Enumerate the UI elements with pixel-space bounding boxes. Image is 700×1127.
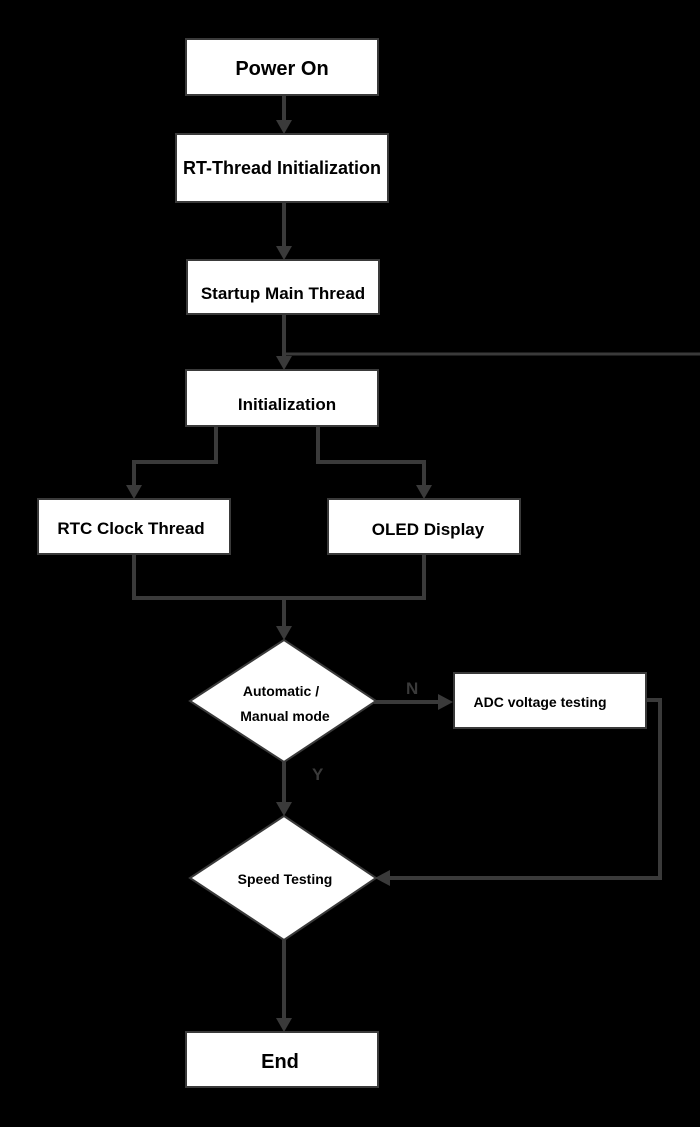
node-oled-display: OLED Display	[327, 498, 521, 555]
edge-rtc-oled-merge	[132, 554, 426, 628]
node-rtc-clock-thread-label: RTC Clock Thread	[57, 519, 204, 538]
arrow-head	[276, 802, 292, 816]
decision-speed-testing-label: Speed Testing	[238, 871, 333, 887]
node-end: End	[185, 1031, 379, 1088]
arrow-head	[276, 626, 292, 640]
edge-init-to-oled	[316, 426, 426, 487]
edge-label-no: N	[406, 679, 418, 698]
edge-adc-to-speed	[388, 698, 662, 880]
node-startup-main-thread: Startup Main Thread	[186, 259, 380, 315]
node-initialization: Initialization	[185, 369, 379, 427]
decision-mode-label-line2: Manual mode	[240, 708, 330, 724]
connectors	[126, 95, 700, 1032]
decision-mode: Automatic / Manual mode	[188, 638, 378, 764]
decision-speed-testing: Speed Testing	[188, 814, 378, 942]
arrow-head	[276, 356, 292, 370]
arrow-head	[438, 694, 453, 710]
node-power-on: Power On	[185, 38, 379, 96]
node-rtc-clock-thread: RTC Clock Thread	[37, 498, 231, 555]
node-initialization-label: Initialization	[238, 395, 336, 414]
arrow-head	[416, 485, 432, 499]
node-oled-display-label: OLED Display	[372, 520, 485, 539]
arrow-head	[276, 120, 292, 134]
node-power-on-label: Power On	[235, 58, 328, 80]
decision-mode-label-line1: Automatic /	[243, 683, 319, 699]
node-end-label: End	[261, 1051, 299, 1073]
arrow-head	[126, 485, 142, 499]
edge-label-yes: Y	[312, 765, 324, 784]
node-adc-voltage-testing-label: ADC voltage testing	[473, 694, 606, 710]
node-rt-thread-init: RT-Thread Initialization	[175, 133, 389, 203]
node-adc-voltage-testing: ADC voltage testing	[453, 672, 647, 729]
node-startup-main-thread-label: Startup Main Thread	[201, 284, 365, 303]
arrow-head	[276, 1018, 292, 1032]
edge-init-to-rtc	[132, 426, 218, 487]
arrow-head	[276, 246, 292, 260]
arrow-head	[375, 870, 390, 886]
node-rt-thread-init-label: RT-Thread Initialization	[183, 158, 381, 178]
